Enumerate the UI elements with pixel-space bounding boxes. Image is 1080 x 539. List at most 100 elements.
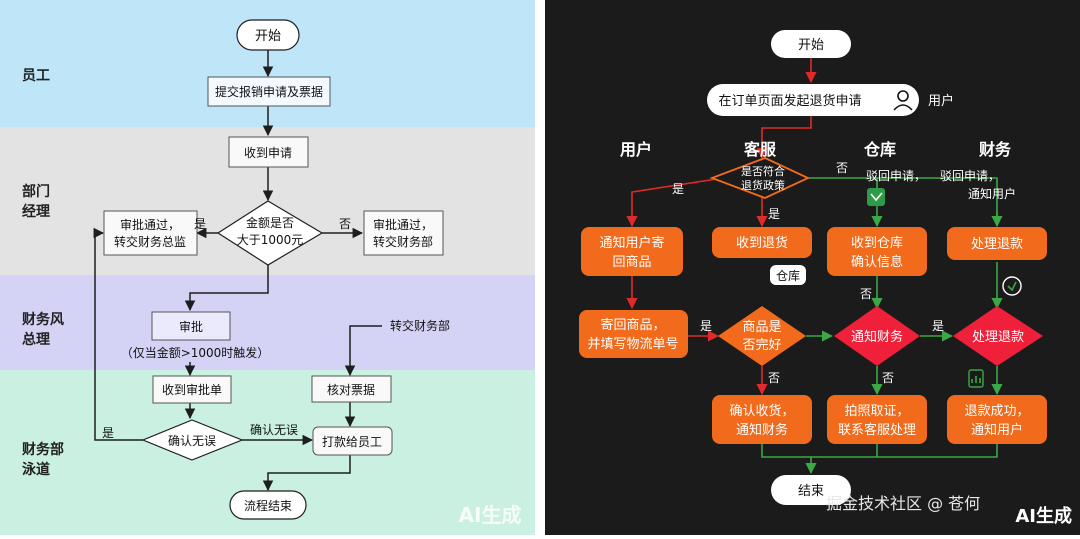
left-swimlane-diagram: 员工 部门 经理 财务风 总理 财务部 泳道 开始 提交报销申请及票据: [0, 0, 535, 535]
notify-user-line-1: 通知用户寄: [599, 235, 664, 251]
edge-yes-back: 是: [102, 426, 114, 440]
edge-reject-1: 驳回申请，: [866, 169, 926, 183]
edge-no-policy: 否: [836, 161, 848, 175]
confirm-receipt-line-2: 通知财务: [736, 422, 788, 438]
edge-reject-2a: 驳回申请，: [940, 169, 1000, 183]
edge-confirm-ok: 确认无误: [250, 423, 298, 437]
verify-invoice-node: [311, 375, 392, 403]
panel-divider: [535, 0, 545, 535]
lane-label-risk-2: 总理: [22, 331, 50, 348]
warehouse-tag: [770, 265, 806, 285]
chart-doc-icon: [968, 369, 984, 388]
pay-label: 打款给员工: [322, 435, 382, 449]
review-node: [151, 311, 231, 341]
edge-no-warehouse: 否: [860, 287, 872, 301]
approve-finance-node: [363, 210, 444, 256]
right-connectors: [626, 58, 1003, 475]
return-end-label: 结束: [798, 484, 824, 499]
review-note: （仅当金额>1000时触发）: [121, 345, 270, 360]
header-user: 用户: [620, 140, 652, 159]
edge-yes-refund: 是: [932, 319, 944, 333]
approve-cfo-line-1: 审批通过，: [120, 217, 180, 232]
edge-no-intact: 否: [768, 371, 780, 385]
intact-line-1: 商品是: [742, 320, 781, 335]
edge-reject-2b: 通知用户: [968, 186, 1016, 201]
edge-no-finance: 否: [882, 371, 894, 385]
warehouse-receive-line-1: 收到仓库: [851, 235, 903, 251]
warehouse-tag-label: 仓库: [776, 268, 800, 283]
initiate-return-node: [707, 84, 919, 116]
receive-return-node: [712, 227, 812, 258]
photo-line-1: 拍照取证，: [844, 404, 909, 419]
receive-approval-label: 收到审批单: [162, 382, 222, 397]
left-connectors: [93, 50, 382, 492]
edge-yes-left: 是: [194, 217, 206, 231]
start-node: [236, 19, 300, 51]
edge-no-right: 否: [339, 217, 351, 231]
start-label: 开始: [255, 29, 281, 44]
user-tag: 用户: [928, 93, 954, 109]
notify-user-line-2: 回商品: [612, 255, 651, 270]
process-refund-label: 处理退款: [971, 237, 1023, 252]
send-back-line-2: 并填写物流单号: [587, 337, 678, 352]
right-return-flow-diagram: 开始 在订单页面发起退货申请 用户 用户 客服 仓库 财务 是否符合 退货政策 …: [545, 0, 1080, 535]
refund-decision: [953, 306, 1043, 366]
verify-invoice-label: 核对票据: [327, 383, 375, 397]
approve-finance-line-1: 审批通过，: [373, 217, 433, 232]
policy-line-1: 是否符合: [741, 164, 785, 178]
notify-finance-decision: [834, 306, 920, 366]
intact-decision: [718, 306, 806, 366]
left-watermark: AI生成: [459, 503, 522, 527]
process-refund-node: [947, 227, 1047, 260]
lane-label-employee: 员工: [22, 68, 50, 84]
notify-user-node: [581, 227, 683, 276]
warehouse-shield-icon: [867, 188, 885, 206]
lane-label-manager-2: 经理: [22, 203, 50, 220]
send-back-node: [579, 310, 688, 358]
finance-coin-icon: [1002, 276, 1022, 296]
confirm-receipt-line-1: 确认收货，: [729, 403, 794, 419]
policy-line-2: 退货政策: [741, 178, 785, 192]
header-warehouse: 仓库: [863, 140, 896, 159]
receive-label: 收到申请: [244, 146, 292, 160]
source-watermark: 掘金技术社区 @ 苍何: [826, 494, 980, 513]
pay-node: [312, 426, 393, 456]
lane-label-finance-2: 泳道: [22, 461, 50, 478]
receive-approval-node: [152, 375, 232, 404]
amount-decision: [216, 200, 324, 266]
send-back-line-1: 寄回商品，: [600, 317, 665, 333]
notify-finance-label: 通知财务: [851, 329, 903, 345]
edge-yes-intact: 是: [700, 319, 712, 333]
initiate-return-label: 在订单页面发起退货申请: [718, 93, 861, 109]
return-end-node: [771, 475, 851, 505]
review-label: 审批: [179, 319, 203, 334]
submit-label: 提交报销申请及票据: [215, 84, 323, 99]
header-finance: 财务: [978, 140, 1012, 159]
return-start-node: [771, 30, 851, 58]
edge-yes-policy: 是: [672, 182, 684, 196]
end-label: 流程结束: [244, 498, 292, 513]
warehouse-receive-node: [827, 227, 927, 276]
user-icon: [893, 90, 913, 111]
confirm-decision: [141, 419, 244, 461]
decision-line-2: 大于1000元: [237, 233, 304, 247]
end-node: [229, 490, 307, 520]
return-start-label: 开始: [798, 38, 824, 53]
decision-line-1: 金额是否: [246, 215, 294, 230]
receive-node: [228, 136, 309, 168]
confirm-label: 确认无误: [168, 434, 216, 448]
receive-return-label: 收到退货: [736, 235, 788, 251]
submit-node: [207, 76, 331, 107]
refund-success-line-2: 通知用户: [971, 422, 1023, 438]
photo-line-2: 联系客服处理: [838, 422, 916, 438]
lane-label-risk-1: 财务风: [21, 311, 64, 328]
refund-success-node: [947, 395, 1047, 444]
photo-evidence-node: [827, 395, 927, 444]
approve-finance-line-2: 转交财务部: [373, 234, 433, 249]
edge-yes-receive: 是: [768, 207, 780, 221]
right-watermark: AI生成: [1015, 505, 1072, 527]
refund-decision-label: 处理退款: [972, 330, 1024, 345]
policy-decision: [709, 157, 811, 199]
edge-transfer-finance: 转交财务部: [390, 318, 450, 333]
